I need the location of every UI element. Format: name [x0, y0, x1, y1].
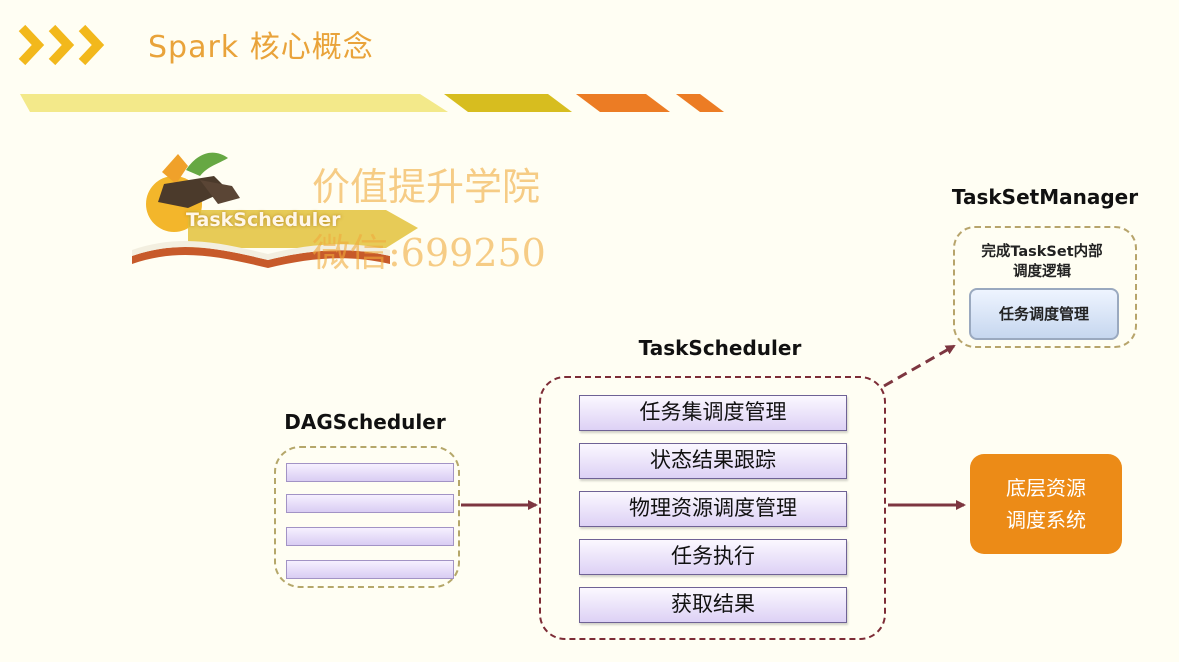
logo-icon [132, 152, 418, 268]
chevrons-icon [18, 24, 105, 66]
watermark-line-1: 价值提升学院 [312, 165, 541, 209]
dag-bar [286, 494, 454, 513]
header-stripes [20, 94, 724, 112]
watermark-line-2: 微信:699250 [312, 231, 546, 275]
logo-label: TaskScheduler [186, 209, 341, 231]
task-set-manager-title: TaskSetManager [951, 185, 1139, 209]
resource-scheduling-system: 底层资源 调度系统 [970, 454, 1122, 554]
dag-bar [286, 560, 454, 579]
dag-scheduler-title: DAGScheduler [284, 410, 446, 434]
dag-bar [286, 463, 454, 482]
dag-bar [286, 527, 454, 546]
page-title: Spark 核心概念 [148, 30, 374, 65]
ts-item-get-results: 获取结果 [579, 587, 847, 623]
task-scheduler-title: TaskScheduler [638, 336, 802, 360]
task-scheduling-management-box: 任务调度管理 [969, 288, 1119, 340]
ts-item-physical-resource: 物理资源调度管理 [579, 491, 847, 527]
resource-scheduling-label: 底层资源 调度系统 [1006, 476, 1086, 532]
ts-item-status-tracking: 状态结果跟踪 [579, 443, 847, 479]
ts-item-task-set-scheduling: 任务集调度管理 [579, 395, 847, 431]
arrow-ts-to-tsm [883, 344, 956, 388]
ts-item-task-execution: 任务执行 [579, 539, 847, 575]
task-scheduler-box: 任务集调度管理 状态结果跟踪 物理资源调度管理 任务执行 获取结果 [539, 376, 886, 640]
task-set-manager-description: 完成TaskSet内部 调度逻辑 [981, 244, 1103, 280]
dag-scheduler-box [274, 446, 460, 588]
task-set-manager-box: 完成TaskSet内部 调度逻辑 任务调度管理 [953, 226, 1137, 348]
